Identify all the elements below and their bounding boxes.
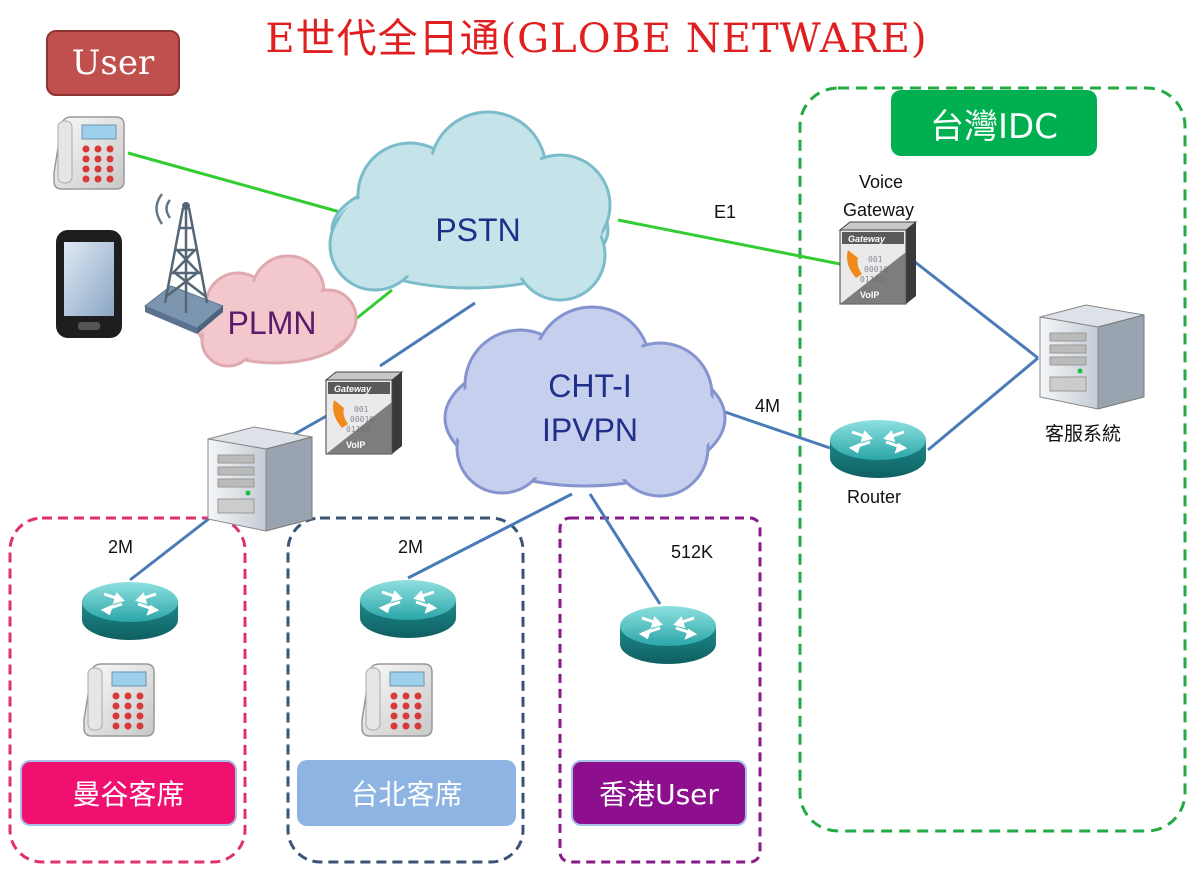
diagram-title: E世代全日通(GLOBE NETWARE) — [265, 16, 928, 62]
svg-text:001: 001 — [354, 405, 369, 414]
ipvpn-label-line2: IPVPN — [541, 412, 639, 448]
4m-link-label: 4M — [755, 396, 781, 416]
voip-text-idc: VoIP — [860, 290, 879, 300]
phone-pstn-link — [127, 151, 341, 214]
voice-gateway-server-link — [914, 260, 1039, 360]
pstn-voice-gateway-e1-link — [617, 218, 846, 267]
ipvpn-cloud-fill — [451, 314, 719, 490]
plmn-label: PLMN — [227, 305, 317, 341]
router-icon-bangkok — [82, 582, 178, 640]
pstn-cloud-fill — [336, 119, 606, 294]
svg-text:00010: 00010 — [864, 265, 888, 274]
ipvpn-label-line1: CHT-I — [548, 368, 632, 404]
taipei-region — [286, 516, 525, 864]
voice-gateway-label-line1: Voice — [859, 172, 904, 192]
bangkok-region — [8, 516, 247, 864]
router-server-link — [927, 356, 1039, 452]
ipvpn-hongkong-router-link — [588, 493, 662, 605]
plmn-pstn-link — [351, 288, 393, 324]
pstn-gateway-link — [379, 301, 476, 368]
hongkong-badge: 香港User — [571, 760, 747, 826]
router-icon-hongkong — [620, 606, 716, 664]
taipei-badge: 台北客席 — [297, 760, 516, 826]
desk-phone-icon-taipei — [361, 663, 433, 737]
router-label: Router — [847, 487, 902, 507]
ipvpn-router-4m-link — [724, 410, 831, 450]
svg-text:001: 001 — [868, 255, 883, 264]
plmn-cloud-fill — [201, 261, 352, 362]
voip-text-left: VoIP — [346, 440, 365, 450]
hongkong-512k-label: 512K — [671, 542, 714, 562]
pstn-label: PSTN — [435, 212, 521, 248]
crm-server-icon — [1039, 304, 1145, 410]
voip-gateway-icon-idc: Gateway 0010001001101 VoIP — [838, 221, 918, 305]
taiwan-idc-badge: 台灣IDC — [891, 90, 1097, 156]
gateway-text-idc: Gateway — [848, 234, 886, 244]
ipvpn-taipei-router-link — [407, 492, 573, 580]
crm-system-label: 客服系統 — [1045, 423, 1122, 445]
svg-text:00010: 00010 — [350, 415, 374, 424]
router-icon-idc — [830, 420, 926, 478]
mobile-phone-icon — [56, 230, 122, 338]
bangkok-badge: 曼谷客席 — [20, 760, 237, 826]
hongkong-region — [558, 516, 762, 864]
voice-gateway-label-line2: Gateway — [843, 200, 915, 220]
gateway-text-left: Gateway — [334, 384, 372, 394]
router-icon-taipei — [360, 580, 456, 638]
server-icon-left — [207, 426, 313, 532]
desk-phone-icon-bangkok — [83, 663, 155, 737]
e1-link-label: E1 — [714, 202, 737, 222]
voip-gateway-icon-left: Gateway 0010001001101 VoIP — [324, 371, 404, 455]
cell-tower-icon — [144, 193, 224, 334]
server-bangkok-router-link — [129, 512, 216, 582]
taiwan-idc-region — [798, 86, 1187, 833]
user-badge: User — [46, 30, 180, 96]
taipei-2m-label: 2M — [398, 537, 424, 557]
desk-phone-icon — [53, 116, 125, 190]
bangkok-2m-label: 2M — [108, 537, 134, 557]
